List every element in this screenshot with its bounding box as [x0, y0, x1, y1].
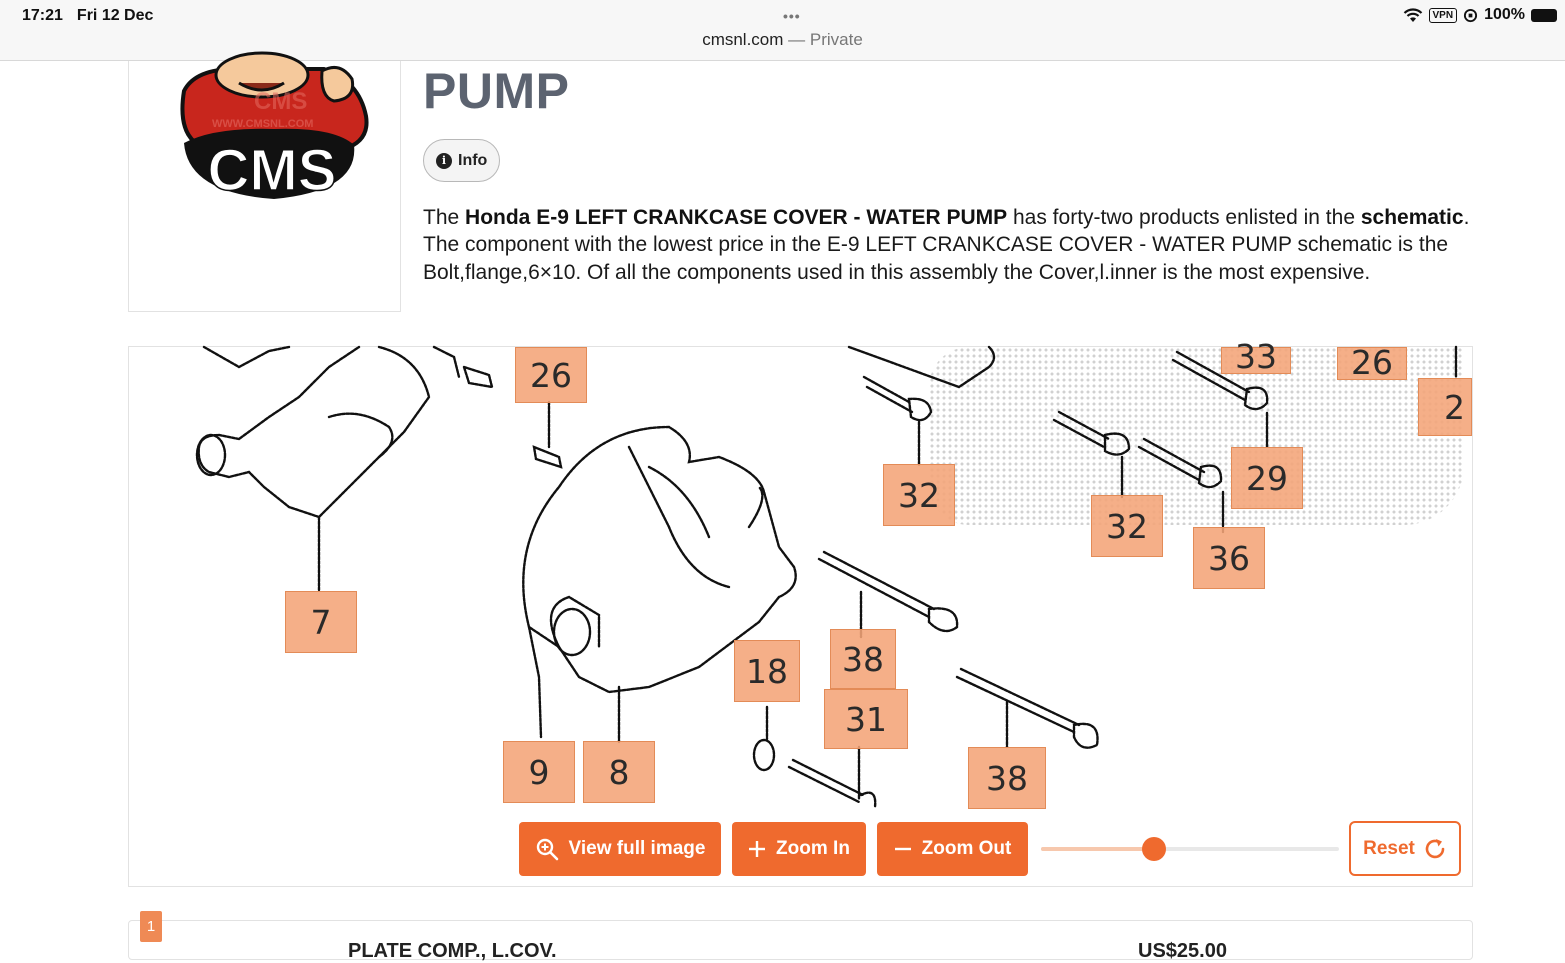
callout-8[interactable]: 8 [583, 741, 655, 803]
desc-text-3: . The component with the lowest price in… [423, 206, 1470, 284]
zoom-search-icon [536, 838, 558, 861]
part-price: US$25.00 [1138, 940, 1227, 962]
desc-text-2: has forty-two products enlisted in the [1007, 206, 1361, 229]
address-bar[interactable]: cmsnl.com — Private [0, 30, 1565, 50]
zoom-in-label: Zoom In [776, 838, 850, 859]
private-mode-label: Private [809, 30, 863, 49]
zoom-slider-knob[interactable] [1142, 837, 1167, 861]
info-icon: i [436, 152, 452, 169]
assembly-description: The Honda E-9 LEFT CRANKCASE COVER - WAT… [423, 204, 1483, 286]
callout-38-lower[interactable]: 38 [968, 747, 1046, 809]
callout-32-right[interactable]: 32 [1091, 495, 1163, 557]
schematic-line-drawing [195, 345, 1458, 809]
callout-9[interactable]: 9 [503, 741, 575, 803]
parts-list-row[interactable] [128, 920, 1473, 960]
clock: 17:21 Fri 12 Dec [22, 7, 167, 25]
callout-38[interactable]: 38 [830, 629, 896, 689]
reset-button[interactable]: Reset [1349, 821, 1461, 876]
status-date: Fri 12 Dec [76, 7, 154, 24]
orientation-lock-icon [1464, 8, 1478, 22]
logo-hat-text: CMS [254, 88, 307, 115]
url-separator: — [783, 30, 810, 49]
status-icons: VPN 100% [1403, 6, 1557, 24]
schematic-image[interactable]: 26 7 9 8 18 38 31 38 32 32 36 29 33 26 2 [129, 340, 1472, 810]
view-full-image-label: View full image [568, 838, 706, 859]
zoom-out-button[interactable]: Zoom Out [877, 822, 1028, 876]
url-domain: cmsnl.com [702, 30, 784, 49]
reset-label: Reset [1363, 837, 1415, 859]
zoom-slider[interactable] [1041, 837, 1339, 861]
minus-icon [894, 847, 911, 851]
vpn-badge: VPN [1428, 7, 1458, 23]
battery-percent: 100% [1484, 6, 1525, 23]
callout-31[interactable]: 31 [824, 689, 908, 749]
callout-32[interactable]: 32 [883, 464, 955, 526]
refresh-icon [1425, 838, 1445, 858]
callout-18[interactable]: 18 [734, 640, 800, 702]
schematic-viewer: 26 7 9 8 18 38 31 38 32 32 36 29 33 26 2… [128, 340, 1473, 887]
callout-33[interactable]: 33 [1221, 340, 1291, 374]
desc-assembly-name: Honda E-9 LEFT CRANKCASE COVER - WATER P… [465, 206, 1008, 229]
info-button[interactable]: i Info [423, 139, 500, 182]
desc-schematic-word: schematic [1360, 206, 1464, 229]
part-index-badge: 1 [140, 911, 162, 942]
callout-26-right[interactable]: 26 [1337, 346, 1407, 380]
zoom-out-label: Zoom Out [921, 838, 1012, 859]
info-button-label: Info [458, 151, 488, 169]
part-name[interactable]: PLATE COMP., L.COV. [348, 940, 557, 962]
callout-2[interactable]: 2 [1418, 378, 1472, 436]
callout-36[interactable]: 36 [1193, 527, 1265, 589]
desc-text-1: The [423, 206, 466, 229]
callout-29[interactable]: 29 [1231, 447, 1303, 509]
view-full-image-button[interactable]: View full image [519, 822, 721, 876]
wifi-icon [1403, 7, 1422, 22]
callout-26[interactable]: 26 [515, 347, 587, 403]
logo-url-text: WWW.CMSNL.COM [212, 118, 313, 130]
zoom-in-button[interactable]: Zoom In [732, 822, 866, 876]
page-title: PUMP [423, 63, 570, 119]
brand-logo-card [128, 61, 401, 312]
status-time: 17:21 [22, 7, 63, 24]
zoom-slider-fill [1041, 847, 1155, 851]
plus-icon [749, 841, 766, 857]
logo-wordmark: CMS [208, 138, 337, 203]
callout-7[interactable]: 7 [285, 591, 357, 653]
battery-icon [1531, 8, 1557, 22]
cms-mascot-logo[interactable]: CMS WWW.CMSNL.COM CMS [174, 51, 370, 204]
more-dots-icon[interactable]: ••• [783, 8, 801, 24]
